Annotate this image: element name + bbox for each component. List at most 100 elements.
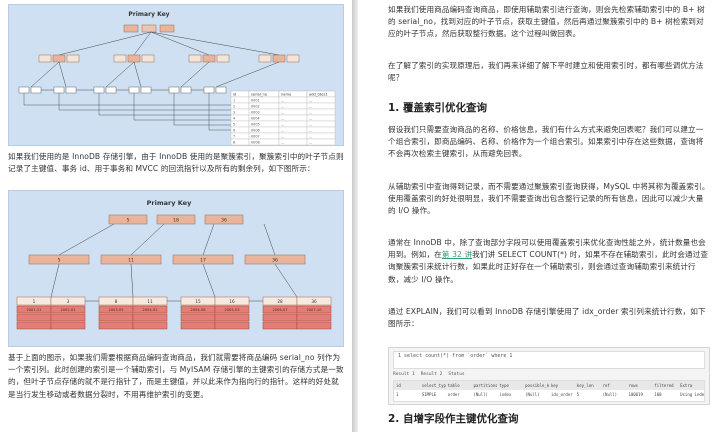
root-key-text: 18 <box>173 218 179 224</box>
right-paragraph-3: 假设我们只需要查询商品的名称、价格信息，我们有什么方式来避免回表呢？我们可以建立… <box>388 125 704 159</box>
table-cell-text: 6 <box>233 129 235 133</box>
explain-header-cell: possible_keys <box>525 383 549 388</box>
result-tab[interactable]: Result 2 <box>420 372 443 377</box>
mid-key-cell <box>188 54 202 63</box>
right-paragraph-1: 如果我们使用商品编码查询商品，即使用辅助索引进行查询，则会先检索辅助索引中的 B… <box>388 5 705 39</box>
leaf-key-text: 15 <box>195 299 201 304</box>
tree-edge <box>215 61 280 88</box>
leaf-row-text: 2005-03 <box>224 308 239 312</box>
tree-edge <box>58 223 115 256</box>
result-tab[interactable]: Result 1 <box>393 372 415 377</box>
mid-key-cell <box>272 54 286 63</box>
mid-key-cell <box>66 54 80 63</box>
explain-header-cell: partitions <box>473 383 498 388</box>
explain-result-grid: idselect_typetablepartitionstypepossible… <box>393 380 705 402</box>
mid-key-text: 11 <box>128 258 134 264</box>
root-key-text: 5 <box>127 218 130 224</box>
leaf-row-cell <box>296 313 332 322</box>
table-cell-text: ... <box>309 135 312 139</box>
root-key-cell <box>159 24 175 33</box>
leaf-row-cell <box>262 313 298 322</box>
leaf-row-cell <box>214 321 250 330</box>
leaf-row-cell <box>16 313 52 322</box>
table-cell-text: 3 <box>233 111 235 115</box>
explain-data-cell: (Null) <box>602 392 618 397</box>
leaf-row-cell <box>132 305 168 314</box>
explain-data-cell: 100 <box>654 392 662 397</box>
heading-auto-increment: 2. 自增字段作主键优化查询 <box>388 413 519 425</box>
page-gutter <box>352 0 358 432</box>
tree-edge <box>30 61 60 88</box>
table-cell-text: ... <box>309 105 312 109</box>
mid-key-cell <box>286 54 300 63</box>
mid-key-text: 36 <box>272 258 278 264</box>
leaf-row-cell <box>50 305 86 314</box>
table-cell-text: ... <box>309 99 312 103</box>
leaf-cell <box>215 86 227 94</box>
explain-header-cell: type <box>499 383 509 388</box>
fig2-title: Primary Key <box>147 199 192 207</box>
leaf-row-cell <box>132 321 168 330</box>
root-key-text: 36 <box>221 218 227 224</box>
right-paragraph-5-a: 通常在 InnoDB 中，除了查询部分字段可以使用覆盖索引来优化查询性能之外，统… <box>388 238 706 260</box>
table-header-text: serial_no <box>251 93 267 97</box>
tree-edge <box>133 31 152 56</box>
leaf-cell <box>203 86 215 94</box>
table-cell-text: ... <box>309 111 312 115</box>
mid-key-cell <box>127 54 141 63</box>
mid-key-text: 5 <box>58 258 61 264</box>
tree-edge <box>130 263 134 298</box>
leaf-row-cell <box>296 305 332 314</box>
table-cell-text: ... <box>281 141 284 145</box>
explain-screenshot: 1 select count(*) from `order` where 1 R… <box>388 347 710 405</box>
result-tabs: Result 1 Result 2 Status <box>393 372 471 377</box>
mid-key-cell <box>258 54 272 63</box>
lecture-32-link[interactable]: 第 32 讲 <box>441 250 473 260</box>
explain-header-cell: table <box>447 383 460 388</box>
table-cell-text: 0001 <box>251 99 260 103</box>
table-cell-text: 0004 <box>251 117 260 121</box>
table-cell-text: ... <box>309 117 312 121</box>
table-cell-text: 5 <box>233 123 235 127</box>
leaf-cell <box>128 86 140 94</box>
table-cell-text: 0006 <box>251 129 260 133</box>
explain-header-cell: key_len <box>576 383 594 388</box>
sql-query: 1 select count(*) from `order` where 1 <box>393 351 705 369</box>
leaf-row-cell <box>98 313 134 322</box>
leaf-row-cell <box>214 305 250 314</box>
explain-header-cell: Extra <box>680 383 693 388</box>
table-header-text: add_tdes1 <box>309 93 328 97</box>
table-cell-text: 1 <box>233 99 235 103</box>
explain-data-cell: (Null) <box>473 392 488 397</box>
root-key-cell <box>108 214 148 225</box>
fig1-title: Primary Key <box>128 11 169 18</box>
left-paragraph-1: 如果我们使用的是 InnoDB 存储引擎，由于 InnoDB 使用的是聚簇索引，… <box>8 152 344 174</box>
result-tab[interactable]: Status <box>448 372 465 377</box>
explain-data-cell: (Null) <box>525 392 540 397</box>
leaf-cell <box>105 86 117 94</box>
table-cell-text: ... <box>281 111 284 115</box>
tree-edge <box>150 31 280 56</box>
explain-data-cell: Using index <box>680 392 704 397</box>
explain-header-cell: filtered <box>654 383 674 388</box>
leaf-row-cell <box>132 313 168 322</box>
row-pointer <box>23 93 231 106</box>
table-cell-text: 0003 <box>251 111 260 115</box>
leaf-key-text: 3 <box>67 299 70 304</box>
table-cell-text: 0008 <box>251 141 260 145</box>
table-cell-text: ... <box>309 129 312 133</box>
root-key-cell <box>141 24 157 33</box>
right-paragraph-2: 在了解了索引的实现原理后，我们再来详细了解下平时建立和使用索引时，都有哪些调优方… <box>388 61 704 83</box>
mid-key-cell <box>52 54 66 63</box>
tree-edge <box>50 263 60 298</box>
tree-edge <box>202 223 215 256</box>
mid-key-cell <box>216 54 230 63</box>
leaf-row-text: 2004-02 <box>142 308 157 312</box>
leaf-row-cell <box>98 321 134 330</box>
leaf-key-cell <box>296 296 332 306</box>
mid-key-cell <box>113 54 127 63</box>
leaf-row-text: 2007-10 <box>306 308 322 312</box>
tree-edge <box>58 31 152 56</box>
